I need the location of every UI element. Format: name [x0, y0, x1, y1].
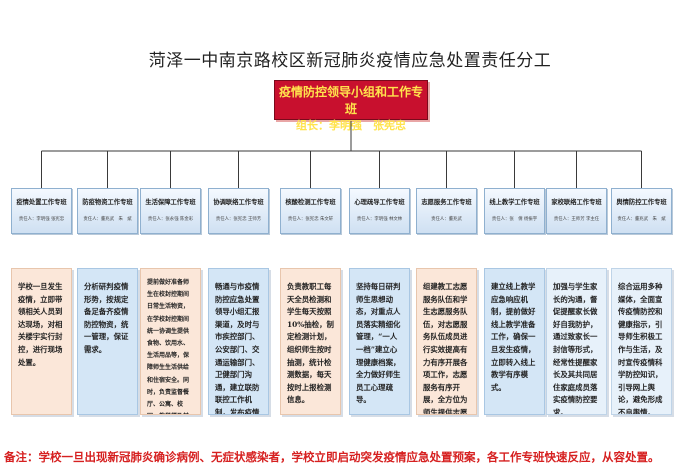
team-box: 志愿服务工作专班责任人：董兆武: [416, 188, 477, 234]
team-leads: 责任人：董兆武 朱 斌: [83, 217, 132, 222]
duty-card: 负责教职工每天全员检测和学生每天按照10%抽检，制定检测计划，组织师生按时抽测，…: [280, 268, 341, 415]
team-name: 核酸检测工作专班: [285, 199, 336, 206]
team-name: 线上教学工作专班: [489, 199, 540, 206]
team-box: 协调联络工作专班责任人：张宪忠 王师芳: [208, 188, 269, 234]
team-name: 疫情处置工作专班: [16, 199, 67, 206]
team-leads: 责任人：张宪忠 朱文轩: [287, 217, 334, 222]
team-box: 舆情防控工作专班责任人：董兆武 朱 斌: [611, 188, 672, 234]
leader-box-title: 疫情防控领导小组和工作专班: [278, 85, 423, 116]
team-box: 防疫物资工作专班责任人：董兆武 朱 斌: [77, 188, 138, 234]
team-name: 生活保障工作专班: [145, 199, 196, 206]
team-box: 心理疏导工作专班责任人：李明强 林文林: [349, 188, 410, 234]
team-name: 心理疏导工作专班: [354, 199, 405, 206]
team-name: 舆情防控工作专班: [616, 199, 667, 206]
team-name: 志愿服务工作专班: [421, 199, 472, 206]
duty-card: 分析研判疫情形势，按规定备足备齐疫情防控物资，统一管理，保证需求。: [77, 268, 138, 415]
team-leads: 责任人：王师芳 李主任: [553, 217, 600, 222]
team-leads: 责任人：张宪忠 王师芳: [215, 217, 262, 222]
team-name: 防疫物资工作专班: [82, 199, 133, 206]
duty-card: 综合运用多种媒体，全面宣传疫情防控和健康指示，引导师生积极工作与生活，及时宣传疫…: [611, 268, 672, 415]
leader-box: 疫情防控领导小组和工作专班 组长：李明强 张宪忠: [274, 80, 428, 132]
team-box: 线上教学工作专班责任人：张 倩 杨振宇: [484, 188, 545, 234]
duty-card: 建立线上教学应急响应机制，提前做好线上教学准备工作，确保一旦发生疫情，立即转入线…: [484, 268, 545, 415]
team-box: 家校联络工作专班责任人：王师芳 李主任: [546, 188, 607, 234]
team-leads: 责任人：董兆武 朱 斌: [617, 217, 666, 222]
team-leads: 责任人：李明强 林文林: [356, 217, 403, 222]
team-name: 家校联络工作专班: [551, 199, 602, 206]
team-box: 生活保障工作专班责任人：张永强 陈金彩: [140, 188, 201, 234]
duty-card: 加强与学生家长的沟通，督促提醒家长做好自我防护，通过致家长一封信等形式，经常性提…: [546, 268, 607, 415]
footnote: 备注：学校一旦出现新冠肺炎确诊病例、无症状感染者，学校立即启动突发疫情应急处置预…: [4, 450, 660, 464]
team-leads: 责任人：张永强 陈金彩: [147, 217, 194, 222]
team-leads: 责任人：董兆武: [431, 217, 462, 222]
team-box: 核酸检测工作专班责任人：张宪忠 朱文轩: [280, 188, 341, 234]
team-leads: 责任人：张 倩 杨振宇: [491, 217, 538, 222]
duty-card: 提前做好准备师生在校封控期间日常生活物资，在学校封控期间统一协调生提供食物、饮用…: [140, 268, 201, 415]
duty-card: 畅通与市疫情防控应急处置领导小组汇报渠道，及时与市疾控部门、公安部门、交通运输部…: [208, 268, 269, 415]
duty-card: 坚持每日研判师生思想动态，对重点人员落实精细化管理，“一人一档”建立心理健康档案…: [349, 268, 410, 415]
team-name: 协调联络工作专班: [213, 199, 264, 206]
page-title: 菏泽一中南京路校区新冠肺炎疫情应急处置责任分工: [148, 51, 552, 71]
team-box: 疫情处置工作专班责任人：李明强 张宪忠: [11, 188, 72, 234]
team-leads: 责任人：李明强 张宪忠: [18, 217, 65, 222]
duty-card: 组建教工志愿服务队伍和学生志愿服务队伍，对志愿服务队伍成员进行实效提高有力有序开…: [416, 268, 477, 415]
duty-card: 学校一旦发生疫情，立即带领相关人员到达现场，对相关楼宇实行封控，进行现场处置。: [11, 268, 72, 415]
